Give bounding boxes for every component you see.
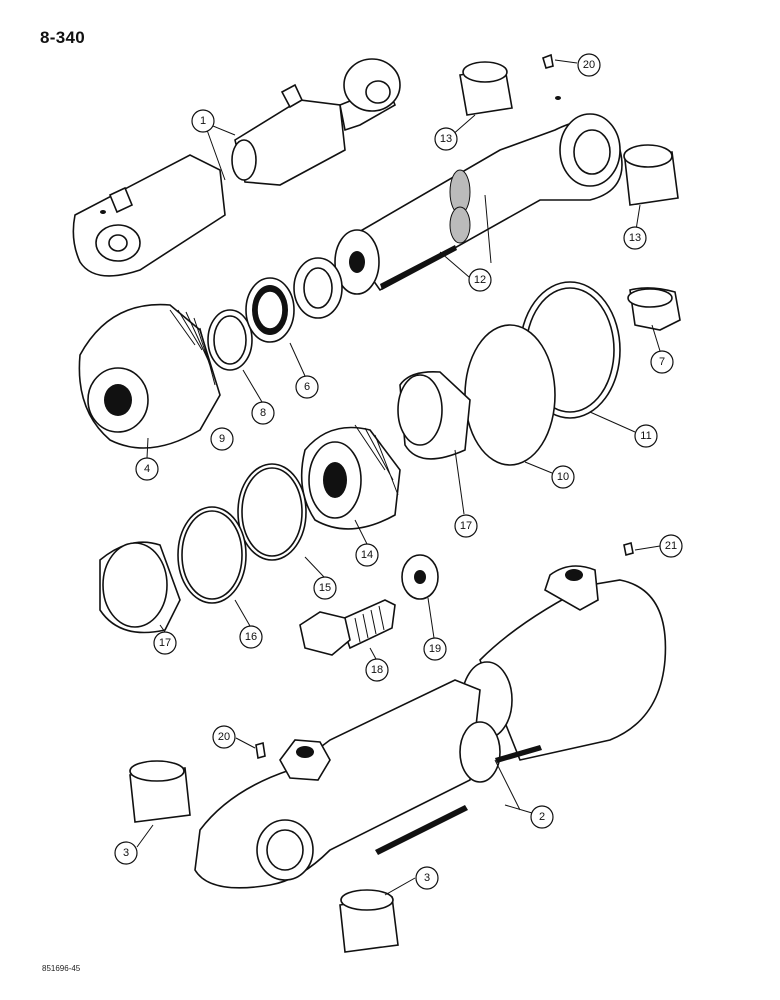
callout-19-number: 19 (429, 643, 441, 655)
callout-20-upper-number: 20 (583, 59, 595, 71)
callout-3-upper-number: 3 (123, 847, 129, 859)
leader-lines (136, 59, 661, 896)
callout-20-upper: 20 (577, 53, 601, 77)
callout-17-lower: 17 (153, 631, 177, 655)
callout-15-number: 15 (319, 582, 331, 594)
callout-13-lower-number: 13 (629, 232, 641, 244)
callout-3-upper: 3 (114, 841, 138, 865)
callout-15: 15 (313, 576, 337, 600)
callout-13-lower: 13 (623, 226, 647, 250)
callout-1-number: 1 (200, 115, 206, 127)
callout-13-upper-number: 13 (440, 133, 452, 145)
callout-14: 14 (355, 543, 379, 567)
callout-20-lower-number: 20 (218, 731, 230, 743)
callout-19: 19 (423, 637, 447, 661)
bushing-parts (129, 61, 679, 953)
piston-rod-part (334, 96, 623, 295)
callout-17-upper: 17 (454, 514, 478, 538)
callout-9-number: 9 (219, 433, 225, 445)
page-title: 8-340 (40, 28, 85, 47)
callout-4-number: 4 (144, 463, 150, 475)
callout-13-upper: 13 (434, 127, 458, 151)
callout-8-number: 8 (260, 407, 266, 419)
callout-7: 7 (650, 350, 674, 374)
callout-11: 11 (634, 424, 658, 448)
callout-2: 2 (530, 805, 554, 829)
assembled-cylinder-illustration (72, 58, 401, 277)
callout-18-number: 18 (371, 664, 383, 676)
callout-4: 4 (135, 457, 159, 481)
callout-10-number: 10 (557, 471, 569, 483)
piston-and-rings (99, 281, 681, 634)
callout-9: 9 (210, 427, 234, 451)
callout-11-number: 11 (640, 430, 651, 442)
cylinder-barrel-part (194, 565, 667, 889)
callout-7-number: 7 (659, 356, 665, 368)
figure-id: 851696-45 (42, 964, 81, 973)
grease-fitting-parts (255, 53, 634, 760)
callout-17-lower-number: 17 (159, 637, 171, 649)
callout-1: 1 (191, 109, 215, 133)
callout-14-number: 14 (361, 549, 373, 561)
callout-17-upper-number: 17 (460, 520, 472, 532)
callout-2-number: 2 (539, 811, 545, 823)
callout-21: 21 (659, 534, 683, 558)
bolt-and-washer (299, 554, 439, 656)
callout-12: 12 (468, 268, 492, 292)
callout-6: 6 (295, 375, 319, 399)
gland-and-seals (78, 257, 343, 449)
callout-3-lower: 3 (415, 866, 439, 890)
callout-3-lower-number: 3 (424, 872, 430, 884)
callout-6-number: 6 (304, 381, 310, 393)
callout-10: 10 (551, 465, 575, 489)
callout-21-number: 21 (665, 540, 677, 552)
callout-16-number: 16 (245, 631, 257, 643)
callout-8: 8 (251, 401, 275, 425)
callout-16: 16 (239, 625, 263, 649)
callout-20-lower: 20 (212, 725, 236, 749)
callout-12-number: 12 (474, 274, 486, 286)
callout-18: 18 (365, 658, 389, 682)
